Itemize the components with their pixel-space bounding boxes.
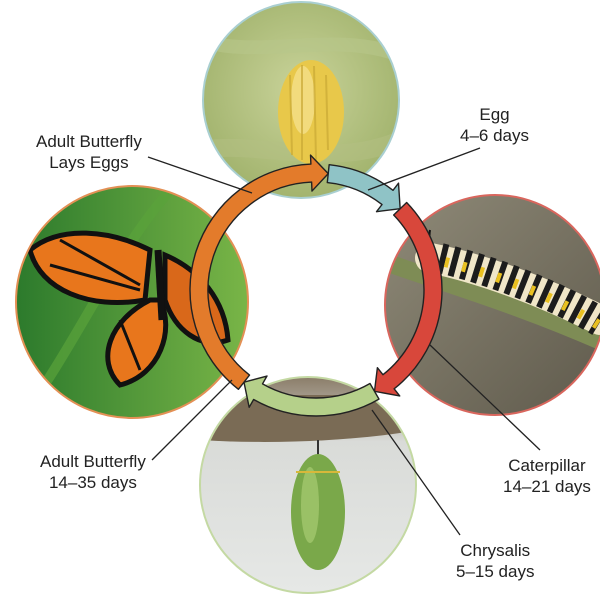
adult-title: Adult Butterfly [40,451,146,472]
egg-title: Egg [460,104,529,125]
caterpillar-title: Caterpillar [503,455,591,476]
caterpillar-label: Caterpillar 14–21 days [503,455,591,497]
leader-egg [368,148,480,190]
caterpillar-duration: 14–21 days [503,476,591,497]
chrysalis-label: Chrysalis 5–15 days [456,540,534,582]
transition-label: Adult Butterfly Lays Eggs [36,131,142,173]
egg-duration: 4–6 days [460,125,529,146]
transition-line1: Adult Butterfly [36,131,142,152]
chrysalis-duration: 5–15 days [456,561,534,582]
adult-duration: 14–35 days [40,472,146,493]
transition-line2: Lays Eggs [36,152,142,173]
egg-label: Egg 4–6 days [460,104,529,146]
adult-label: Adult Butterfly 14–35 days [40,451,146,493]
chrysalis-title: Chrysalis [456,540,534,561]
